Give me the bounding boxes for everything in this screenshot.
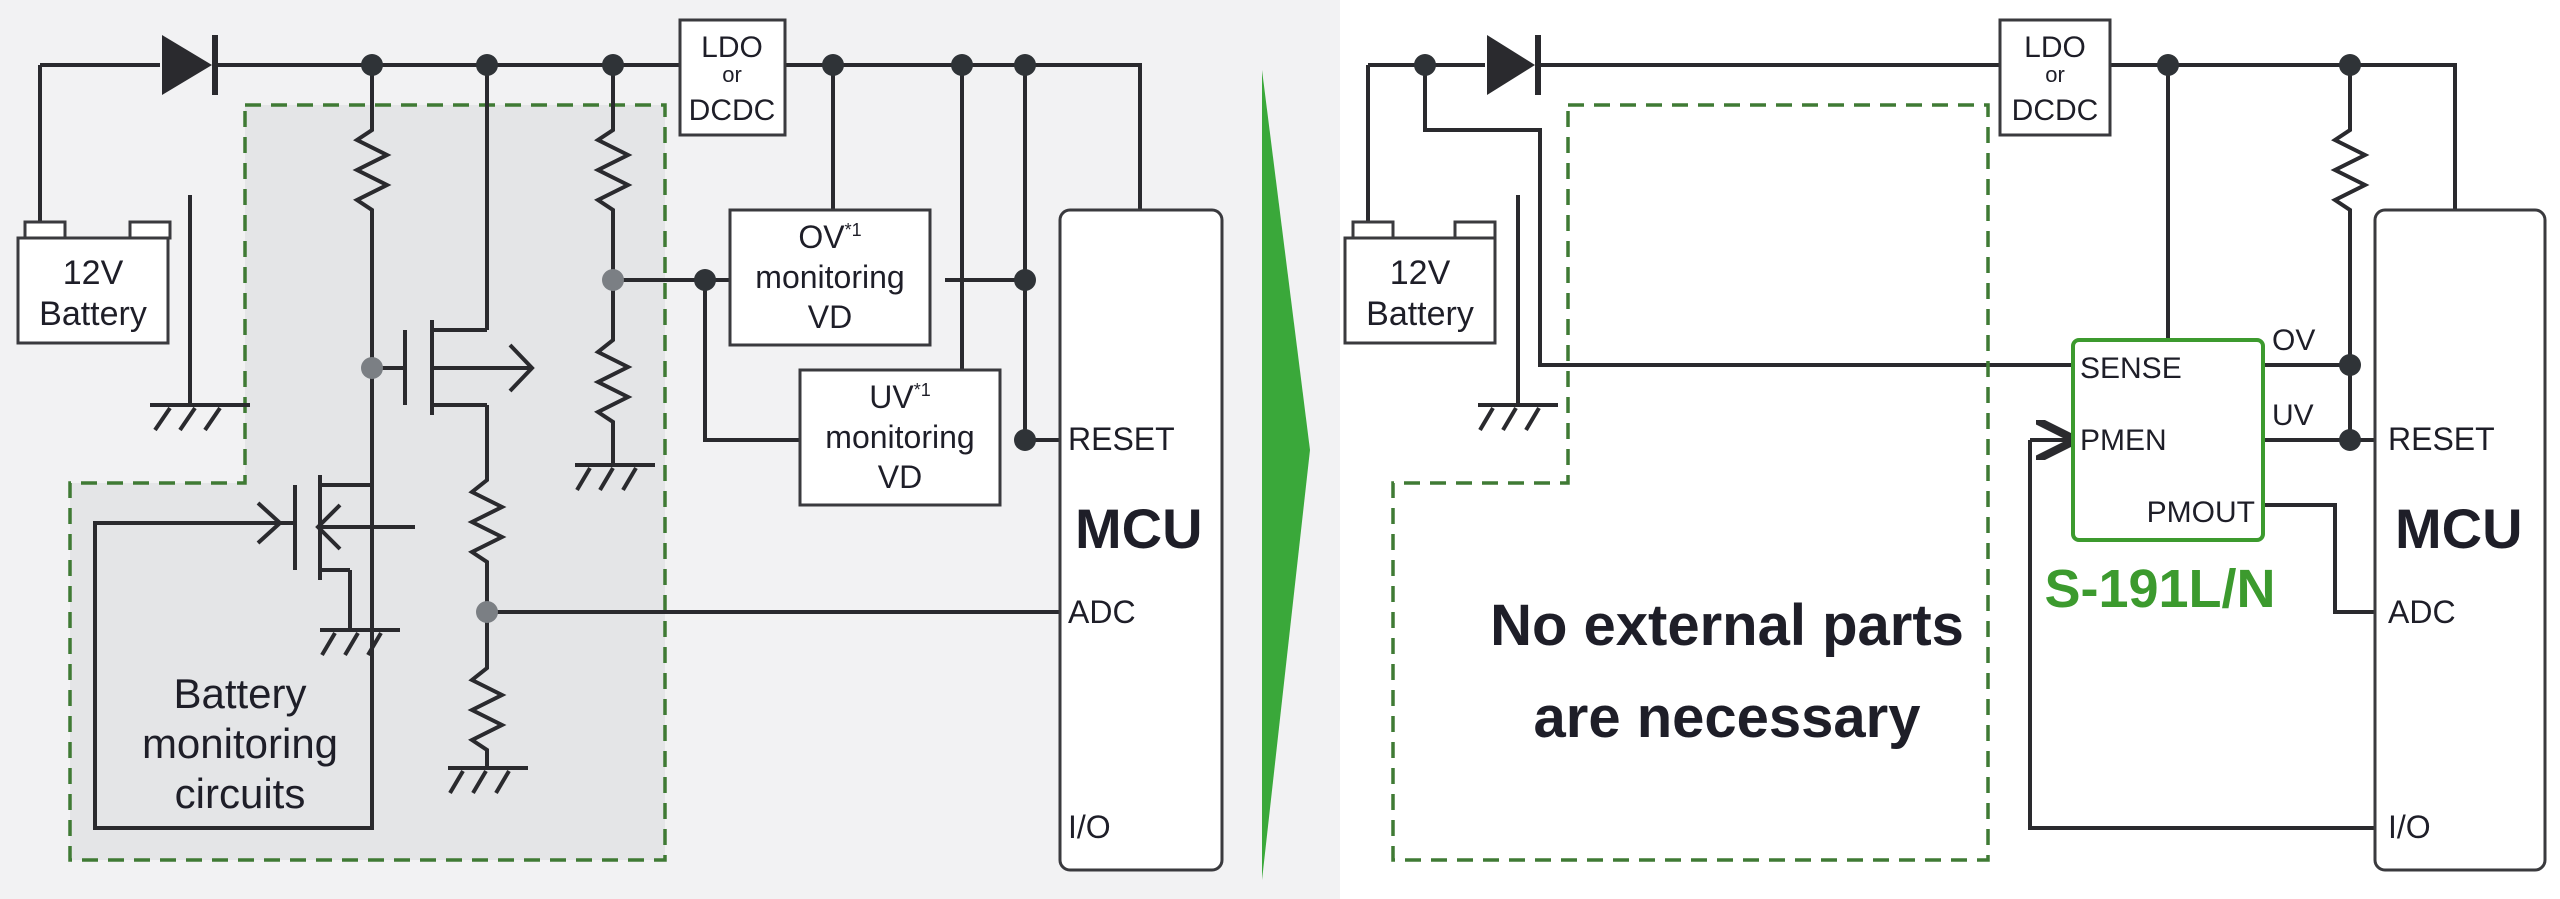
monitoring-circuits-label-3: circuits — [175, 770, 306, 817]
mcu-title: MCU — [2395, 497, 2523, 560]
ov-detector: OV*1 monitoring VD — [728, 208, 932, 347]
resistor-icon — [467, 470, 507, 768]
monitoring-circuits-label-1: Battery — [173, 670, 306, 717]
resistor-icon — [352, 65, 392, 255]
ic-pin-sense: SENSE — [2080, 352, 2182, 385]
feedback-wire — [93, 255, 374, 830]
empty-area-border — [1391, 103, 1990, 862]
ground-icon — [448, 766, 528, 795]
junction-dots — [1414, 54, 2361, 451]
regulator-label-3: DCDC — [689, 94, 776, 127]
uv-detector-line2: monitoring — [825, 419, 974, 455]
regulator-label-3: DCDC — [2012, 94, 2099, 127]
sense-wire — [1423, 65, 2073, 367]
regulator: LDO or DCDC — [1998, 18, 2112, 137]
ic-pin-pmen: PMEN — [2080, 424, 2167, 457]
monitoring-area-border — [68, 103, 667, 862]
uv-detector-line3: VD — [878, 459, 922, 495]
mcu-pin-adc: ADC — [2388, 594, 2456, 630]
battery-voltage: 12V — [63, 254, 124, 292]
ic-part-number: S-191L/N — [2044, 559, 2275, 619]
monitoring-circuits-label-2: monitoring — [142, 720, 338, 767]
uv-detector: UV*1 monitoring VD — [798, 368, 1002, 507]
battery: 12V Battery — [16, 220, 172, 345]
mcu-pin-reset: RESET — [1068, 421, 1175, 457]
mcu-pin-adc: ADC — [1068, 594, 1136, 630]
mcu-pin-reset: RESET — [2388, 421, 2495, 457]
uv-detector-label: UV*1 — [869, 379, 930, 415]
diode-icon — [162, 35, 218, 95]
ground-icon — [320, 628, 400, 657]
ov-detector-line3: VD — [808, 299, 852, 335]
ic-pin-pmout: PMOUT — [2147, 496, 2255, 529]
ground-icon — [575, 463, 655, 492]
ov-output-label: OV — [2272, 324, 2315, 357]
junction-dots — [361, 54, 1036, 623]
left-panel: 12V Battery — [0, 0, 1340, 899]
no-external-parts-label-2: are necessary — [1534, 685, 1921, 750]
no-external-parts-label-1: No external parts — [1490, 593, 1964, 658]
monitoring-area-shade — [70, 105, 665, 860]
ic-wiring — [2028, 65, 2375, 830]
transition-arrow — [1262, 70, 1310, 880]
ground-icon — [150, 403, 250, 432]
right-panel: 12V Battery No external parts are necess… — [1340, 0, 2560, 899]
regulator-label-1: LDO — [701, 31, 763, 64]
ov-detector-line2: monitoring — [755, 259, 904, 295]
regulator: LDO or DCDC — [678, 18, 787, 137]
ov-detector-label: OV*1 — [798, 219, 861, 255]
arrow-shape — [1262, 70, 1310, 880]
detector-wiring — [703, 65, 1060, 442]
pmos-transistor-icon — [403, 65, 535, 470]
regulator-label-2: or — [722, 62, 742, 87]
mcu-pin-io: I/O — [2388, 809, 2431, 845]
nmos-transistor-icon — [235, 475, 415, 630]
mcu-pin-io: I/O — [1068, 809, 1111, 845]
regulator-label-2: or — [2045, 62, 2065, 87]
battery-label: Battery — [1366, 295, 1474, 333]
uv-output-label: UV — [2272, 399, 2314, 432]
battery-voltage: 12V — [1390, 254, 1451, 292]
mcu-title: MCU — [1075, 497, 1203, 560]
diode-icon — [1487, 35, 1541, 95]
mcu: RESET MCU ADC I/O — [2373, 208, 2547, 872]
regulator-label-1: LDO — [2024, 31, 2086, 64]
s191-ic: SENSE PMEN PMOUT S-191L/N — [2044, 338, 2276, 619]
battery: 12V Battery — [1343, 220, 1497, 345]
battery-label: Battery — [39, 295, 147, 333]
ground-icon — [1478, 403, 1558, 432]
mcu: RESET MCU ADC I/O — [1058, 208, 1224, 872]
